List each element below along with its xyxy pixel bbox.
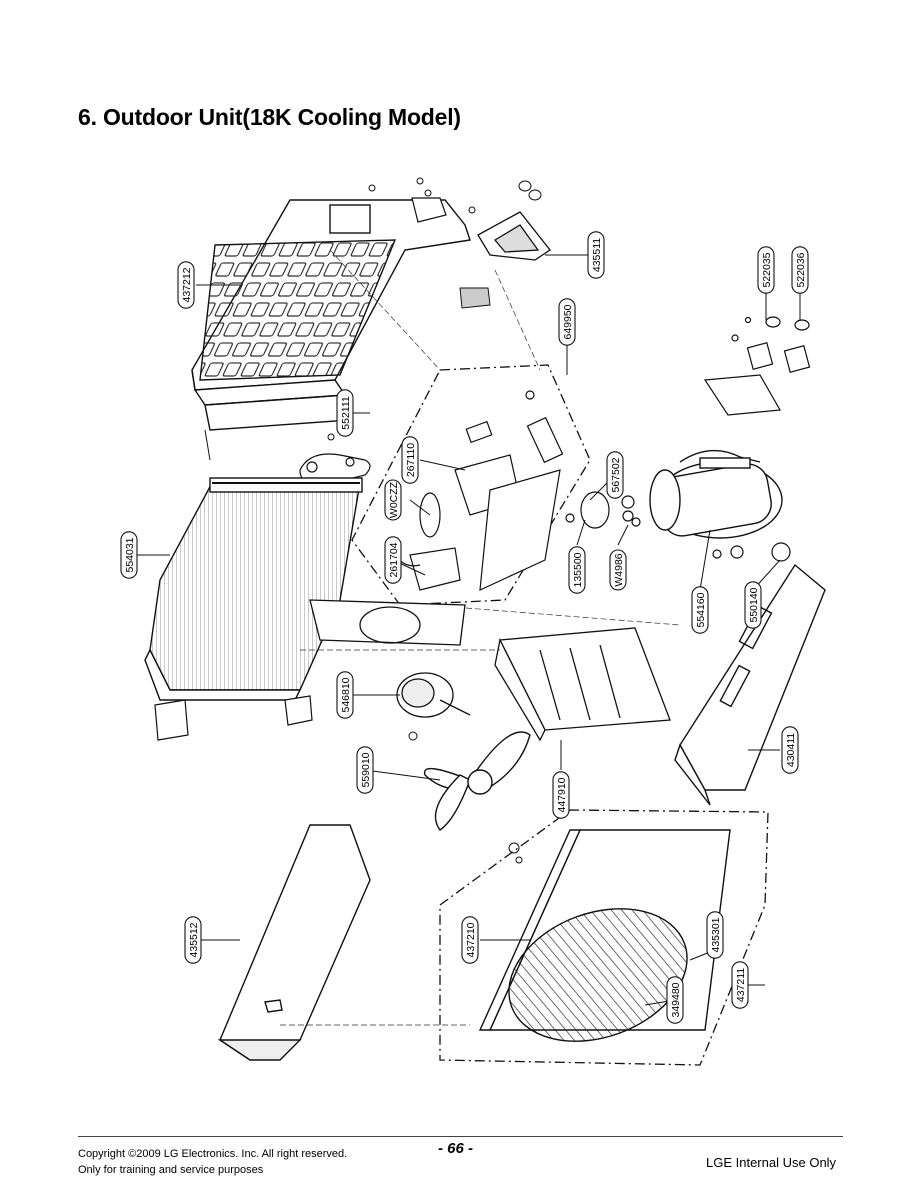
part-code-text: 437211	[735, 968, 747, 1002]
label-compressor: 554160	[691, 586, 709, 634]
label-front-grille: 435301	[706, 911, 724, 959]
label-front-panel: 437210	[461, 916, 479, 964]
control-box	[389, 390, 564, 591]
copyright-text: Copyright ©2009 LG Electronics. Inc. All…	[78, 1148, 348, 1160]
compressor	[649, 449, 783, 539]
label-condenser: 554031	[120, 531, 138, 579]
part-code-text: 554031	[124, 537, 136, 572]
part-code-text: 135500	[572, 552, 584, 587]
label-rubber: 135500	[568, 546, 586, 594]
valve-cover-parts	[565, 491, 641, 529]
part-code-text: 522035	[761, 252, 773, 287]
part-code-text: 430411	[785, 733, 797, 767]
label-tube-assembly: 552111	[336, 389, 354, 437]
label-grommet: 550140	[744, 581, 762, 629]
label-reactor: 261704	[384, 536, 402, 584]
part-code-text: W4986	[613, 553, 625, 586]
top-cover-edge	[204, 429, 211, 461]
part-code-text: 435301	[710, 917, 722, 952]
label-valve-b: 522036	[791, 246, 809, 294]
front-panel-outline	[439, 809, 769, 1066]
label-top-cover: 437212	[177, 261, 195, 309]
top-cover	[191, 199, 471, 431]
part-labels: 437212 435511 522035 522036 649950 552111 2671…	[120, 231, 809, 1024]
label-valve-cover: 567502	[606, 451, 624, 499]
side-handle	[217, 824, 371, 1061]
training-notice: Only for training and service purposes	[78, 1164, 264, 1176]
part-code-text: 522036	[795, 252, 807, 287]
internal-use-notice: LGE Internal Use Only	[706, 1155, 837, 1170]
screw	[408, 731, 418, 741]
label-motor-bracket: 447910	[552, 771, 570, 819]
guide-lines	[280, 249, 681, 1026]
nut	[515, 856, 523, 864]
part-code-text: 435512	[188, 922, 200, 957]
part-code-text: 649950	[562, 304, 574, 339]
motor-bracket	[494, 627, 671, 742]
part-code-text: 567502	[610, 457, 622, 492]
compressor-mounts	[712, 542, 791, 562]
handle	[477, 211, 551, 261]
label-control-box-assembly: 649950	[558, 298, 576, 346]
label-washer: W4986	[609, 549, 627, 591]
footer-divider	[78, 1136, 843, 1137]
partition	[309, 599, 466, 646]
screw	[327, 433, 335, 441]
screw-set-top	[368, 177, 542, 214]
part-code-text: 447910	[556, 777, 568, 812]
fan-motor	[396, 672, 471, 718]
part-code-text: 349480	[670, 982, 682, 1017]
part-code-text: 267110	[405, 443, 417, 477]
page-title: 6. Outdoor Unit(18K Cooling Model)	[78, 104, 461, 130]
part-code-text: 437210	[465, 922, 477, 957]
label-handle: 435511	[587, 231, 605, 279]
service-valves	[703, 316, 811, 416]
label-base-pan: 430411	[781, 726, 799, 774]
label-pcb-assembly: 267110	[401, 436, 419, 484]
control-box-outline	[351, 364, 591, 606]
base-pan	[674, 563, 826, 806]
part-code-text: 435511	[591, 238, 603, 272]
part-code-text: 261704	[388, 542, 400, 577]
label-propeller-fan: 559010	[356, 746, 374, 794]
label-capacitor: W0CZZ	[384, 479, 402, 521]
page-number: - 66 -	[438, 1140, 474, 1157]
part-code-text: 559010	[360, 752, 372, 787]
label-side-handle: 435512	[184, 916, 202, 964]
front-panel	[478, 829, 731, 1042]
part-code-text: 550140	[748, 587, 760, 622]
feet	[154, 695, 313, 741]
washer	[508, 842, 520, 854]
small-plate	[459, 287, 491, 309]
label-cabinet-front-assembly: 437211	[731, 961, 749, 1009]
propeller-fan	[423, 731, 531, 831]
label-valve-a: 522035	[757, 246, 775, 294]
condenser	[144, 477, 363, 701]
part-code-text: W0CZZ	[388, 481, 400, 518]
part-code-text: 554160	[695, 592, 707, 627]
label-grille: 349480	[666, 976, 684, 1024]
top-bracket	[411, 197, 447, 223]
part-code-text: 437212	[181, 267, 193, 302]
label-fan-motor: 546810	[336, 671, 354, 719]
part-code-text: 546810	[340, 677, 352, 712]
part-code-text: 552111	[340, 396, 352, 430]
